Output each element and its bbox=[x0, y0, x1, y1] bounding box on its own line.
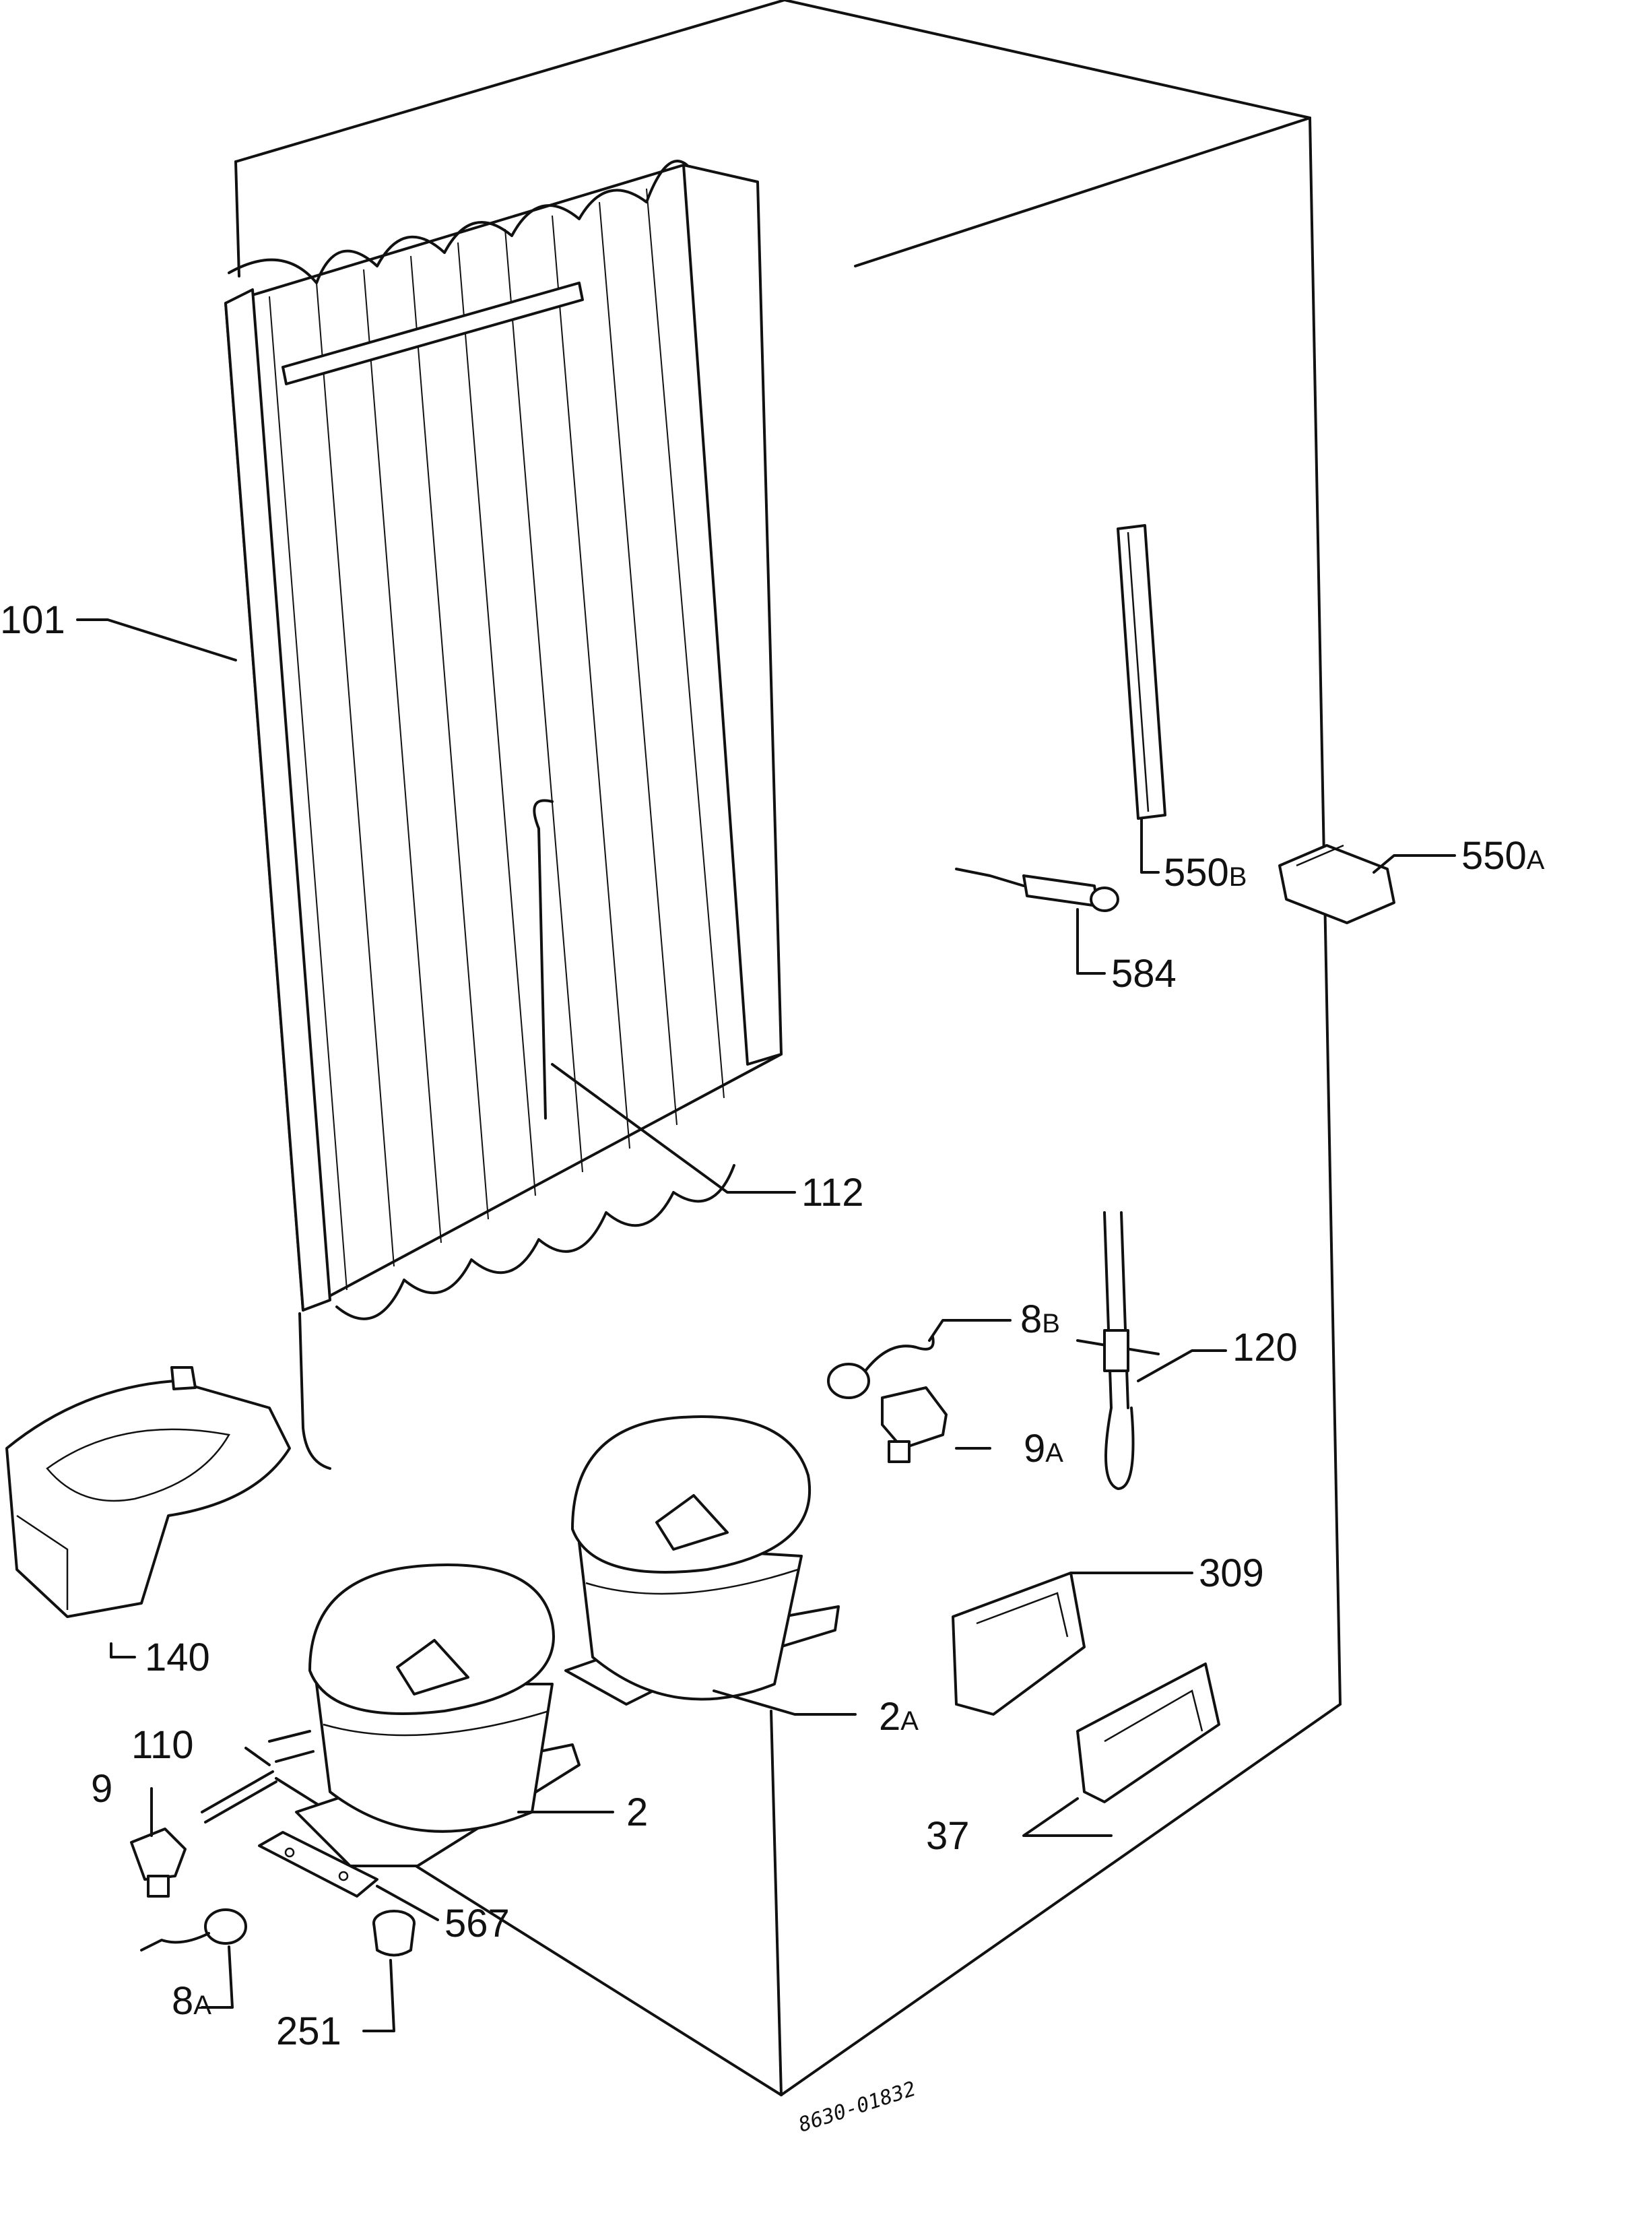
callout-120: 120 bbox=[1232, 1326, 1298, 1369]
relay-9 bbox=[130, 1828, 187, 1898]
callout-112: 112 bbox=[801, 1171, 863, 1215]
mounting-plate bbox=[258, 1831, 378, 1898]
svg-text:112: 112 bbox=[801, 1171, 863, 1215]
callout-251: 251 bbox=[276, 2009, 341, 2053]
callout-550b: 550B bbox=[1164, 851, 1247, 895]
callout-567: 567 bbox=[444, 1902, 510, 1945]
svg-text:9: 9 bbox=[91, 1767, 112, 1811]
hinge-bar bbox=[1117, 524, 1166, 820]
capillary-tube bbox=[1076, 1211, 1160, 1490]
callout-584: 584 bbox=[1111, 952, 1177, 996]
svg-text:140: 140 bbox=[145, 1636, 210, 1679]
compressor-2 bbox=[268, 1563, 581, 1867]
drawing-code: 8630-01832 bbox=[796, 2077, 919, 2137]
leader-lines bbox=[76, 618, 1456, 2032]
svg-text:9A: 9A bbox=[1024, 1427, 1063, 1471]
callout-9: 9 bbox=[91, 1767, 112, 1811]
compressor-2a bbox=[564, 1415, 840, 1706]
svg-text:550B: 550B bbox=[1164, 851, 1247, 895]
electronic-board bbox=[1076, 1663, 1220, 1803]
callout-550a: 550A bbox=[1461, 834, 1545, 878]
callout-2: 2 bbox=[626, 1790, 648, 1834]
callout-2a: 2A bbox=[879, 1695, 919, 1739]
callout-309: 309 bbox=[1199, 1551, 1264, 1595]
svg-text:8A: 8A bbox=[172, 1979, 211, 2023]
svg-text:101: 101 bbox=[0, 598, 65, 642]
callout-101: 101 bbox=[0, 598, 65, 642]
overload-protector bbox=[827, 1336, 935, 1399]
svg-text:2A: 2A bbox=[879, 1695, 919, 1739]
svg-text:37: 37 bbox=[926, 1814, 970, 1858]
condenser bbox=[224, 160, 783, 1470]
drip-tray bbox=[5, 1366, 291, 1618]
callout-140: 140 bbox=[145, 1636, 210, 1679]
callout-8a: 8A bbox=[172, 1979, 211, 2023]
svg-text:567: 567 bbox=[444, 1902, 510, 1945]
terminal-box bbox=[952, 1572, 1086, 1716]
overload-8a bbox=[140, 1908, 247, 1951]
sensor-probe bbox=[955, 868, 1119, 912]
start-relay bbox=[881, 1386, 948, 1463]
svg-text:251: 251 bbox=[276, 2009, 341, 2053]
svg-text:110: 110 bbox=[131, 1723, 193, 1767]
callout-110: 110 bbox=[131, 1723, 193, 1767]
rubber-grommet bbox=[372, 1910, 416, 1957]
hinge-bracket bbox=[1278, 844, 1395, 924]
callout-8b: 8B bbox=[1020, 1297, 1060, 1341]
svg-text:584: 584 bbox=[1111, 952, 1177, 996]
svg-text:309: 309 bbox=[1199, 1551, 1264, 1595]
svg-text:120: 120 bbox=[1232, 1326, 1298, 1369]
callout-9a: 9A bbox=[1024, 1427, 1063, 1471]
process-tube bbox=[201, 1770, 277, 1823]
svg-text:2: 2 bbox=[626, 1790, 648, 1834]
callout-37: 37 bbox=[926, 1814, 970, 1858]
svg-text:550A: 550A bbox=[1461, 834, 1545, 878]
svg-text:8B: 8B bbox=[1020, 1297, 1060, 1341]
